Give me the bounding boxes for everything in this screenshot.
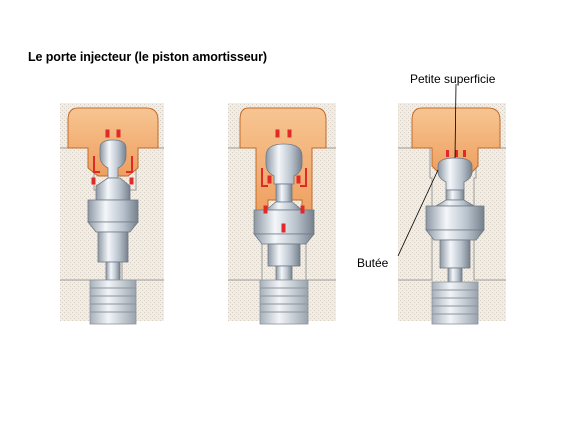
panel-1 bbox=[60, 103, 164, 325]
piston-body bbox=[87, 199, 139, 223]
piston-head bbox=[437, 157, 473, 191]
pressure-arrows bbox=[446, 150, 466, 157]
spring bbox=[89, 279, 137, 325]
panel-2 bbox=[228, 103, 336, 325]
piston-head bbox=[265, 143, 303, 185]
spring bbox=[259, 279, 309, 325]
piston-body bbox=[425, 205, 485, 231]
spring bbox=[431, 281, 479, 325]
piston-head bbox=[99, 139, 127, 179]
diagram-title: Le porte injecteur (le piston amortisseu… bbox=[28, 50, 267, 64]
label-small-surface: Petite superficie bbox=[410, 72, 496, 86]
pressure-arrows bbox=[261, 129, 307, 233]
panel-3 bbox=[397, 83, 506, 325]
leader-line-stop bbox=[397, 169, 439, 257]
pressure-arrows bbox=[91, 129, 134, 185]
label-stop: Butée bbox=[357, 256, 389, 270]
leader-line-small-surface bbox=[454, 83, 457, 159]
